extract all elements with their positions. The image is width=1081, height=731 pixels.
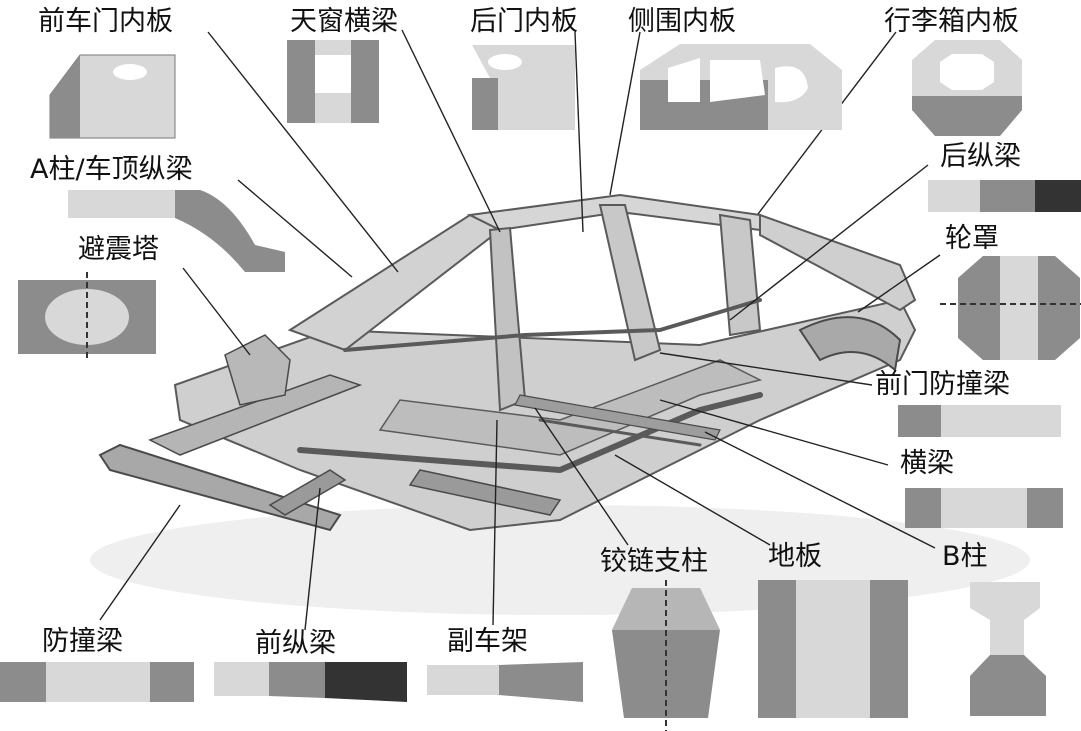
blank-a-pillar xyxy=(68,190,285,272)
leader-lines xyxy=(99,29,941,631)
label-rear-rail: 后纵梁 xyxy=(940,141,1021,172)
blank-bumper xyxy=(0,662,194,702)
label-wheelhouse: 轮罩 xyxy=(945,223,999,254)
car-body-in-white xyxy=(90,193,1030,615)
leader-shock-tower xyxy=(182,267,251,356)
labels: 前车门内板 天窗横梁 后门内板 侧围内板 行李箱内板 A柱/车顶纵梁 后纵梁 避… xyxy=(30,6,1021,659)
label-trunk-inner: 行李箱内板 xyxy=(884,6,1019,37)
label-cross-beam: 横梁 xyxy=(900,448,954,479)
blank-side-inner xyxy=(640,44,842,130)
label-shock-tower: 避震塔 xyxy=(78,234,159,265)
leader-a-pillar xyxy=(237,179,353,278)
label-side-inner: 侧围内板 xyxy=(628,6,736,37)
blank-shock-tower xyxy=(18,272,156,362)
leader-cross-beam xyxy=(659,399,889,466)
blank-front-door-beam xyxy=(898,405,1061,437)
blank-wheelhouse xyxy=(940,256,1081,360)
blank-b-pillar xyxy=(970,582,1046,716)
leader-wheelhouse xyxy=(857,254,941,313)
leader-floor xyxy=(614,454,771,546)
blank-sunroof-beam xyxy=(287,40,379,123)
blank-subframe xyxy=(427,662,583,702)
label-hinge-pillar: 铰链支柱 xyxy=(600,546,708,577)
label-front-door-inner: 前车门内板 xyxy=(38,6,173,37)
leader-sunroof-beam xyxy=(401,29,501,233)
blank-rear-rail xyxy=(928,180,1081,212)
label-front-door-beam: 前门防撞梁 xyxy=(875,369,1010,400)
leader-hinge-pillar xyxy=(534,407,629,546)
leader-side-inner xyxy=(609,31,641,196)
label-bumper: 防撞梁 xyxy=(42,626,123,657)
blank-trunk-inner xyxy=(912,40,1022,136)
label-front-rail: 前纵梁 xyxy=(255,628,336,659)
blank-hinge-pillar xyxy=(612,580,720,731)
label-a-pillar-roof-rail: A柱/车顶纵梁 xyxy=(30,154,193,185)
leader-bumper xyxy=(99,504,181,621)
leader-subframe xyxy=(492,419,498,626)
leader-front-door-beam xyxy=(659,352,873,386)
label-subframe: 副车架 xyxy=(447,626,528,657)
leader-rear-door-inner xyxy=(574,31,584,233)
leader-b-pillar xyxy=(704,431,936,549)
leader-rear-rail xyxy=(729,164,929,321)
label-rear-door-inner: 后门内板 xyxy=(470,6,578,37)
blank-floor xyxy=(758,580,908,718)
label-b-pillar: B柱 xyxy=(942,541,988,572)
leader-front-door-inner xyxy=(207,31,399,273)
label-floor: 地板 xyxy=(768,541,822,572)
blank-front-rail xyxy=(214,662,407,702)
leader-front-rail xyxy=(304,487,321,631)
blank-cross-beam xyxy=(905,488,1063,528)
blank-front-door-inner xyxy=(49,54,176,139)
blank-rear-door-inner xyxy=(472,45,575,130)
label-sunroof-beam: 天窗横梁 xyxy=(290,6,398,37)
